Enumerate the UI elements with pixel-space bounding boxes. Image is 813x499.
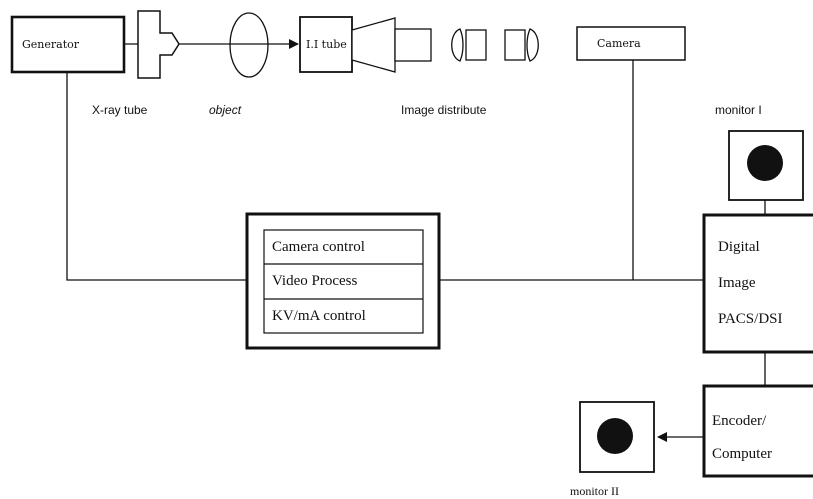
lens-right-shape: [526, 28, 539, 62]
ii-tube-box: [299, 16, 353, 73]
xray-tube-caption: X-ray tube: [92, 103, 148, 117]
monitor-2-screen-icon: [597, 418, 633, 454]
optics-block-1-shape: [465, 29, 487, 61]
control-row-kv-ma-control: KV/mA control: [272, 308, 366, 324]
lens-left-shape: [451, 28, 464, 62]
ii-tube-output-shape: [394, 28, 432, 62]
digital-image-line-2: Image: [718, 275, 756, 291]
object-caption: object: [209, 103, 242, 117]
image-distribute-caption: Image distribute: [401, 103, 487, 117]
encoder-box: [702, 384, 813, 478]
camera-label: Camera: [597, 37, 641, 50]
xray-tube-shape: [137, 10, 180, 79]
digital-image-line-1: Digital: [718, 239, 760, 255]
monitor-1-caption: monitor I: [715, 103, 762, 117]
ii-tube-funnel-shape: [351, 17, 396, 73]
generator-box: [10, 15, 126, 74]
monitor-2-caption: monitor II: [570, 484, 619, 498]
generator-label: Generator: [22, 38, 80, 51]
ii-tube-label: I.I tube: [306, 38, 347, 51]
monitor-1-screen-icon: [747, 145, 783, 181]
encoder-line-2: Computer: [712, 446, 772, 462]
object-ellipse: [229, 12, 269, 78]
control-row-camera-control: Camera control: [272, 239, 365, 255]
control-row-video-process: Video Process: [272, 273, 358, 289]
encoder-line-1: Encoder/: [712, 413, 767, 429]
camera-box: [576, 26, 686, 61]
digital-image-line-3: PACS/DSI: [718, 311, 783, 327]
edge-generator-control: [66, 72, 247, 281]
control-unit-inner-box: [263, 229, 424, 334]
optics-block-2-shape: [504, 29, 526, 61]
digital-image-box: [702, 213, 813, 354]
